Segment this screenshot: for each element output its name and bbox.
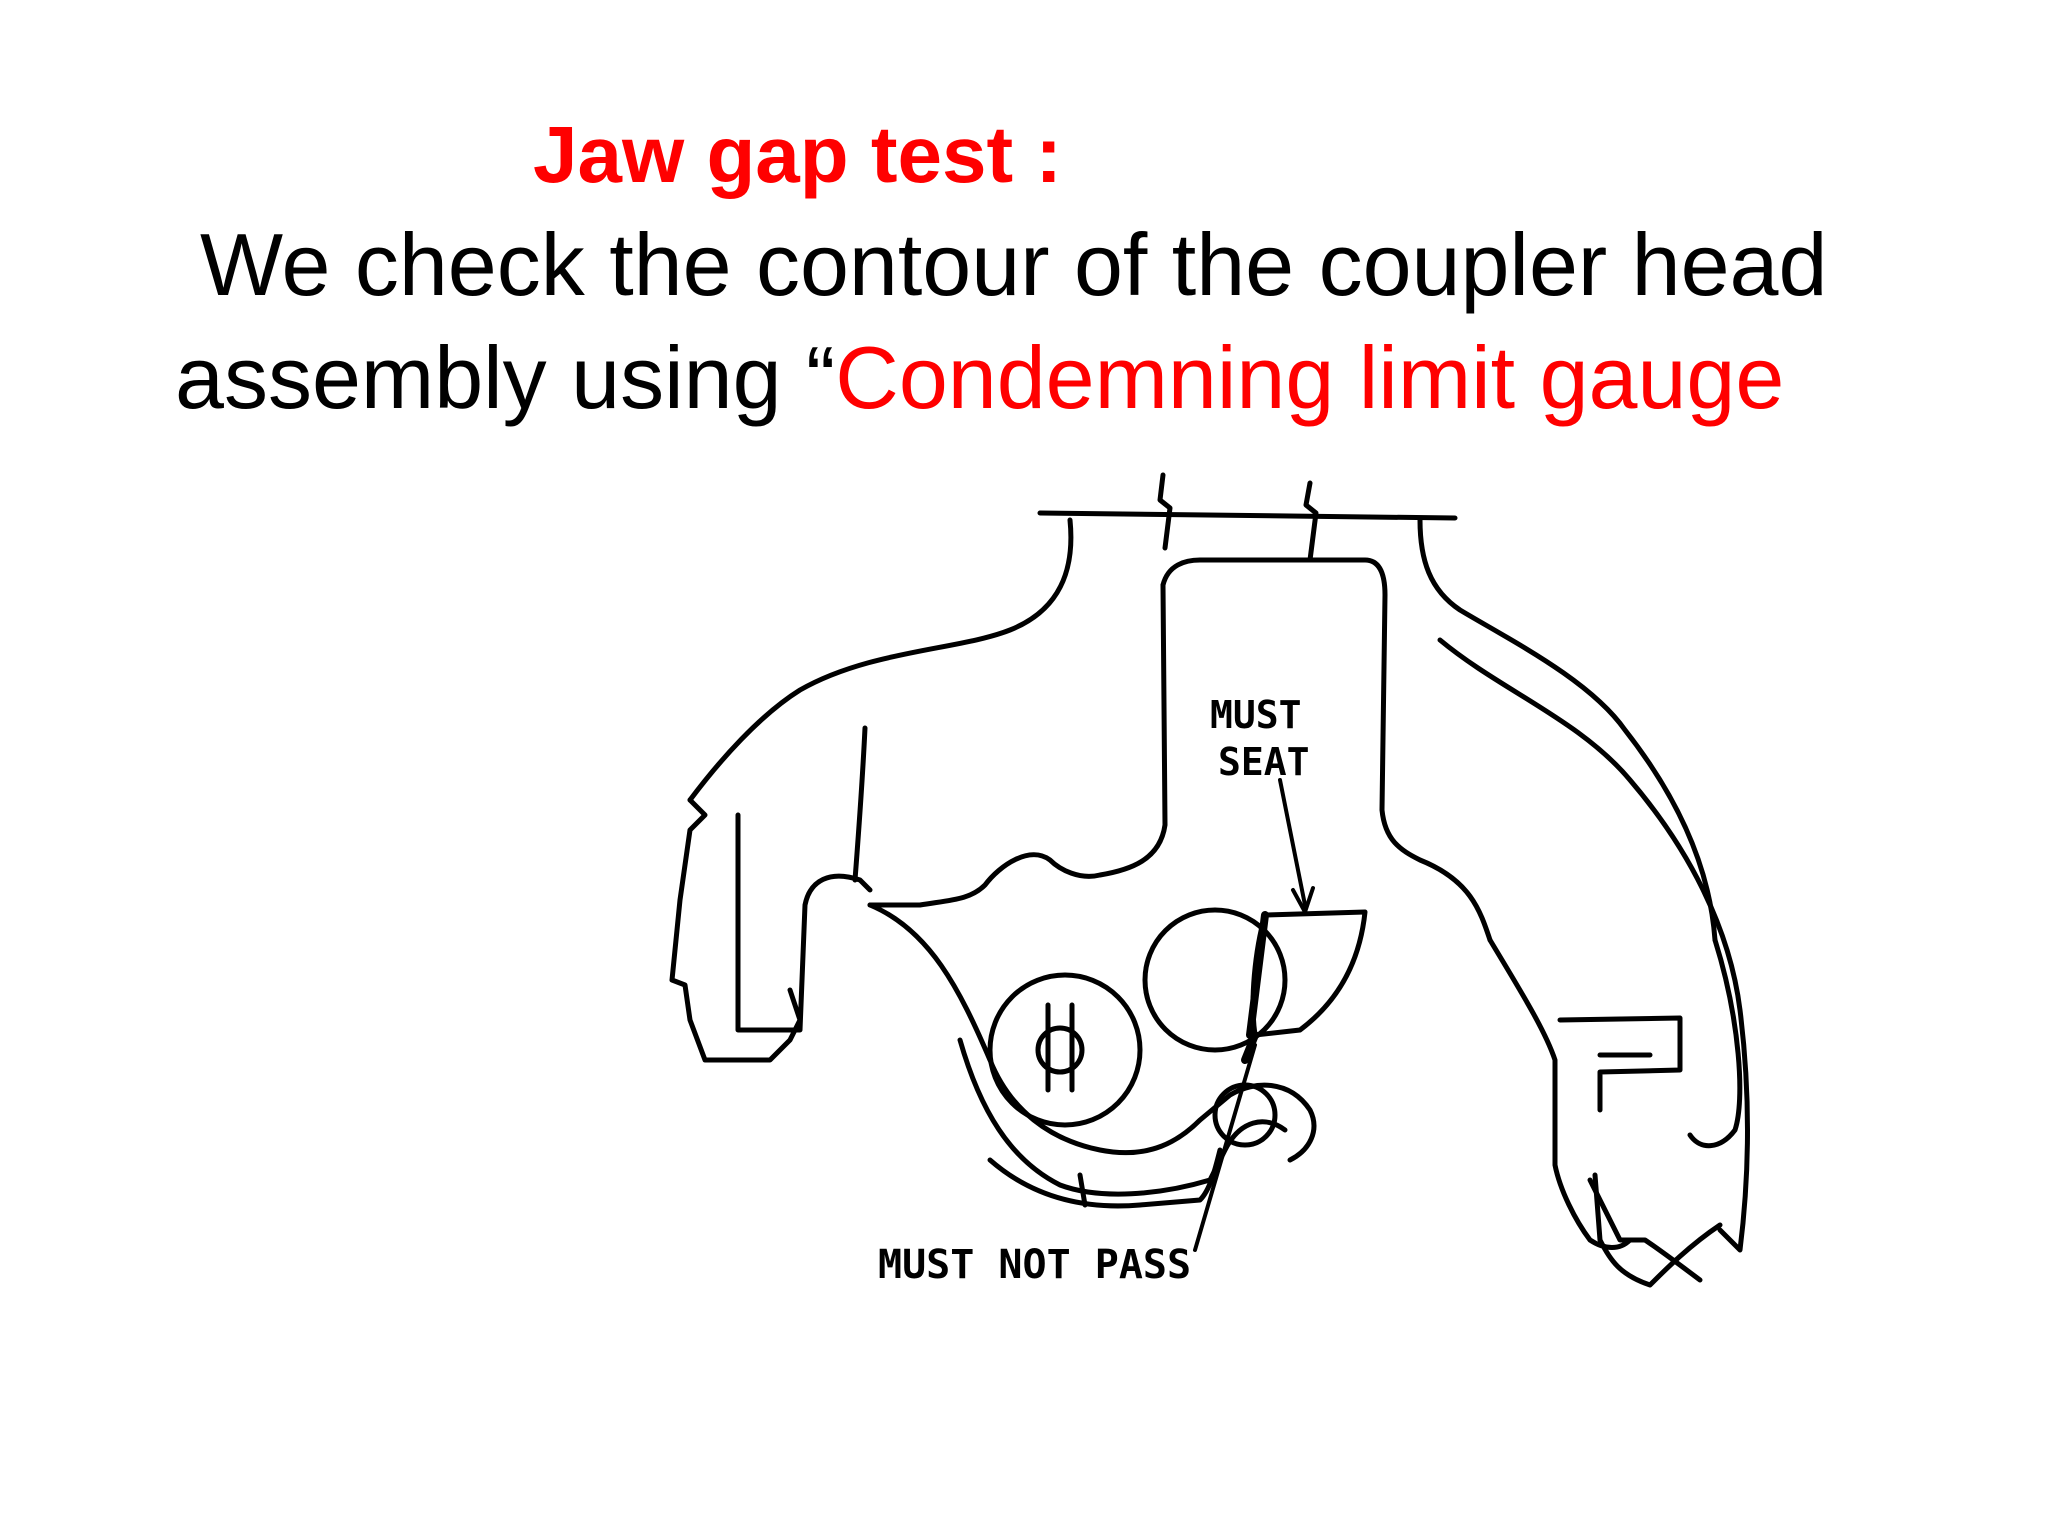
pin-circle [1142, 907, 1288, 1053]
top-frame-line [1037, 510, 1458, 521]
lower-guard-base [987, 1147, 1223, 1209]
label-must: MUST [1210, 693, 1302, 737]
lower-guard-divider [1077, 1172, 1088, 1208]
gauge-name-highlight: Condemning limit gauge [835, 328, 1785, 427]
gauge-seat-block [1250, 909, 1368, 1038]
must-seat-arrowhead [1291, 886, 1315, 914]
lower-guard-outer [867, 902, 1317, 1163]
lower-guard-inner [957, 1037, 1288, 1197]
gauge-body-left [1160, 557, 1493, 943]
coupler-left-flange [669, 797, 803, 1063]
coupler-right-lower-body [1487, 937, 1633, 1250]
coupler-left-knuckle-edge [852, 725, 868, 883]
gauge-seat-edge [1241, 1031, 1259, 1064]
coupler-left-inner [735, 812, 873, 1033]
coupler-right-slot [1557, 1015, 1683, 1113]
break-mark-left [1157, 472, 1173, 551]
slide-title: Jaw gap test : [533, 110, 1063, 199]
gauge-body-left-edge [867, 582, 1168, 908]
must-seat-leader [1278, 778, 1307, 907]
coupler-right-body-top [1417, 517, 1718, 943]
must-not-pass-leader [1193, 1043, 1257, 1252]
label-seat: SEAT [1218, 740, 1310, 784]
must-not-pass-circle [1212, 1082, 1278, 1148]
coupler-right-shell-inner [1687, 937, 1743, 1149]
coupler-right-shell-outer [1437, 637, 1750, 1253]
knuckle-outer [987, 972, 1143, 1128]
knuckle-bolt-shaft [1045, 1002, 1075, 1093]
description-line-1: We check the contour of the coupler head [200, 215, 1828, 314]
coupler-right-tip-inner [1587, 1177, 1703, 1283]
break-mark-right [1303, 480, 1319, 563]
knuckle-bolt-head [1035, 1025, 1085, 1075]
coupler-right-tip [1592, 1172, 1723, 1288]
gauge-seat-side [1246, 911, 1269, 1039]
coupler-left-body [687, 517, 1074, 803]
description-line-2: assembly using “Condemning limit gauge [175, 326, 1784, 430]
description-prefix: assembly using “ [175, 328, 836, 427]
label-must-not-pass: MUST NOT PASS [878, 1242, 1191, 1288]
